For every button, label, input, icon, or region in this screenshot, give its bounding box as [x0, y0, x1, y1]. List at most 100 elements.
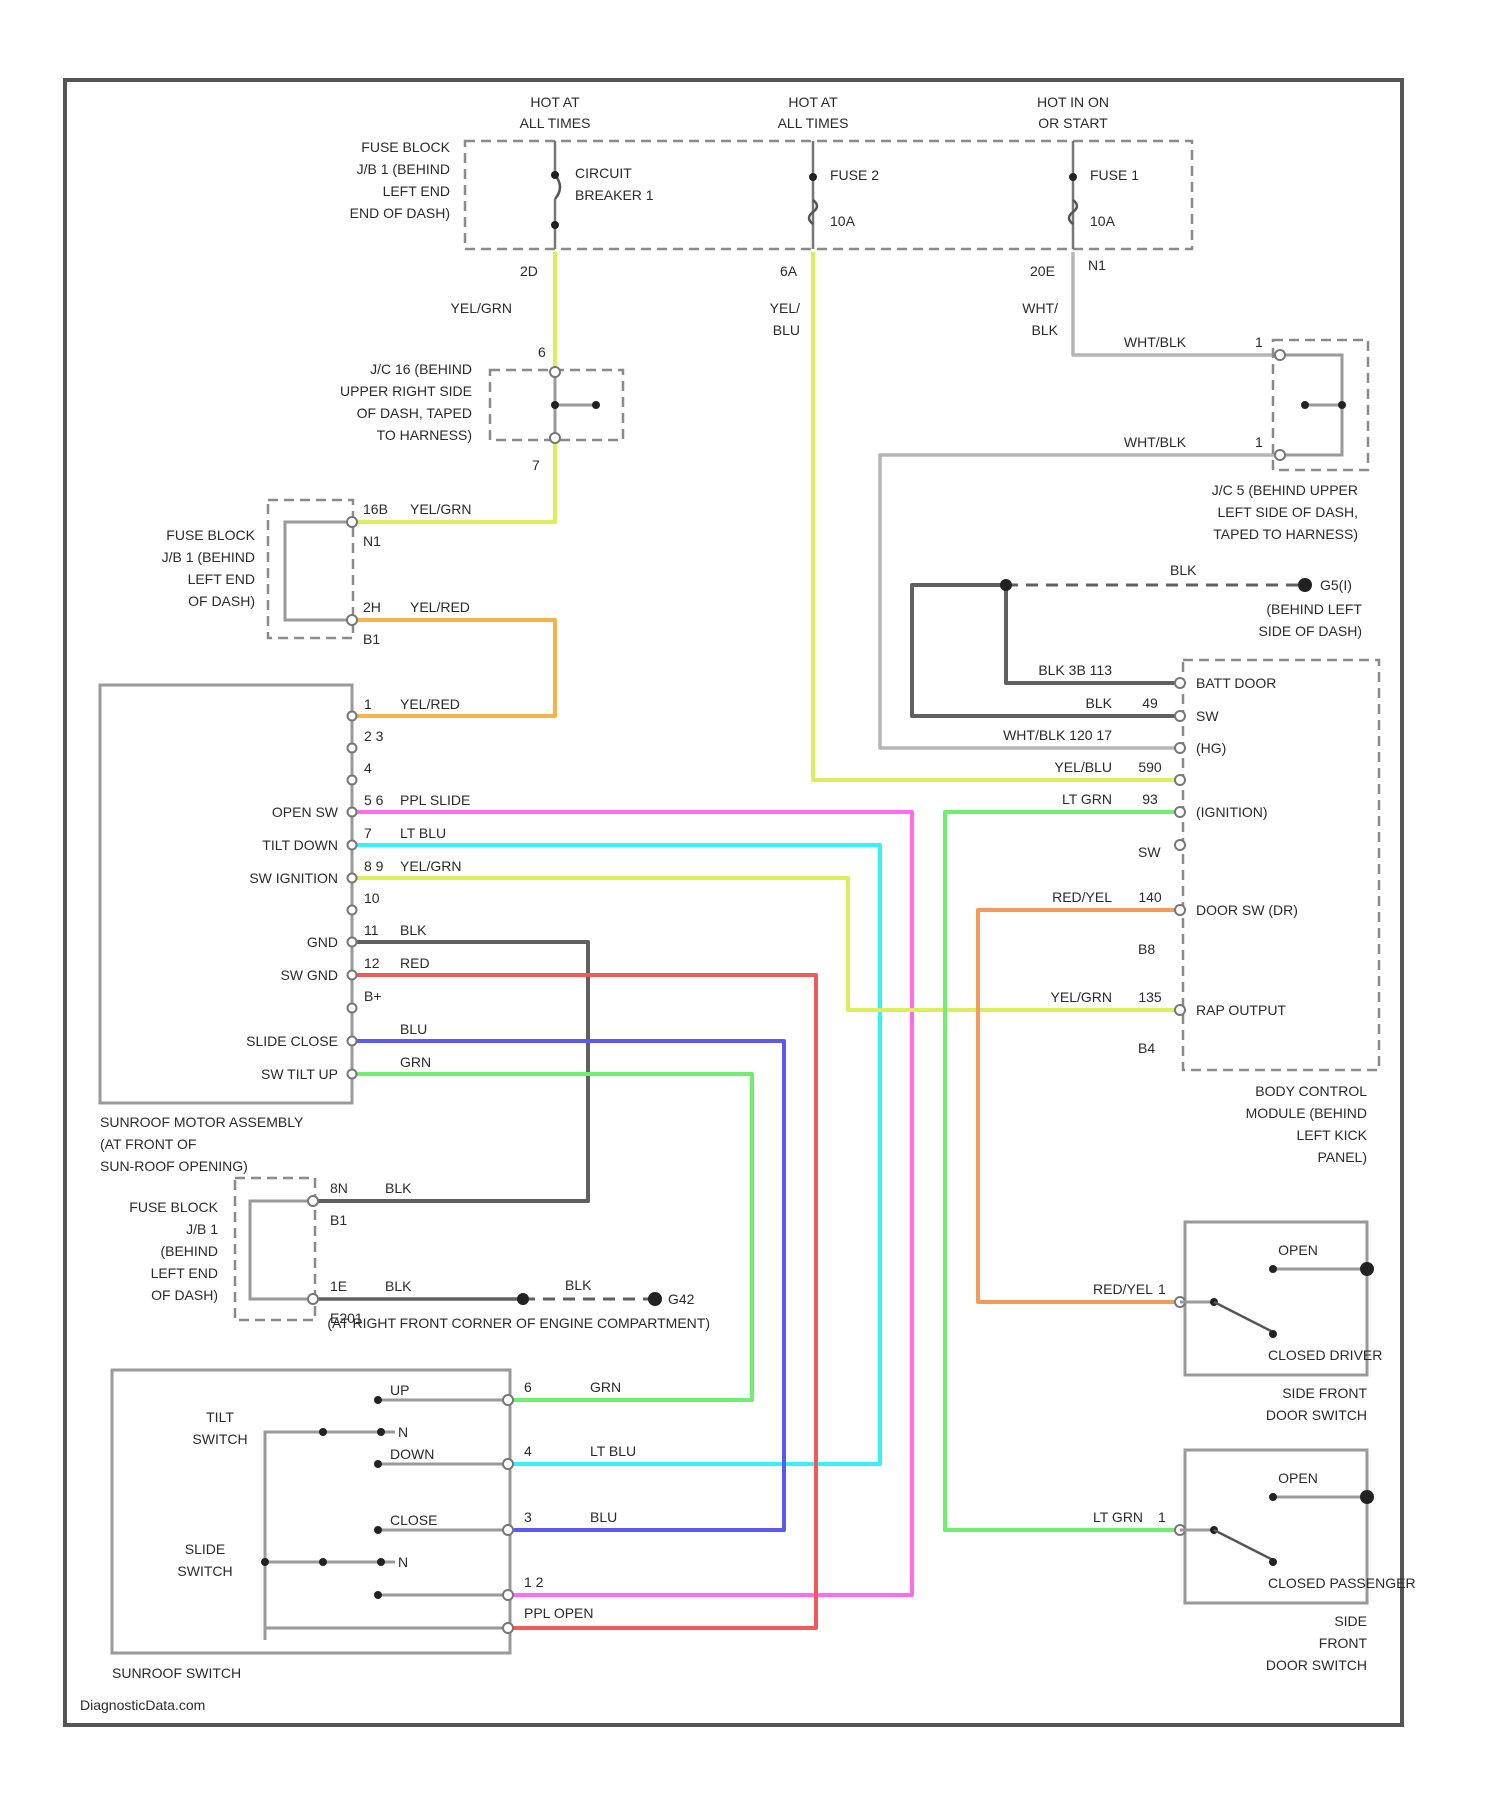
motor-pin [348, 874, 357, 883]
jc16-pin-bottom: 7 [532, 457, 540, 473]
hot-label-3-line1: HOT IN ON [1037, 94, 1109, 110]
bcm-label-2: MODULE (BEHIND [1246, 1105, 1367, 1121]
fuse-block-top-label-1: FUSE BLOCK [361, 139, 450, 155]
bcm-wire-label: BLK [1086, 695, 1113, 711]
bcm-label-1: BODY CONTROL [1255, 1083, 1367, 1099]
ground-low-label: (AT RIGHT FRONT CORNER OF ENGINE COMPART… [327, 1315, 710, 1331]
label-wht-blk-1: WHT/ [1022, 300, 1058, 316]
motor-wire-label: PPL SLIDE [400, 792, 470, 808]
slide-switch-label-1: SLIDE [185, 1541, 225, 1557]
jc5-label-1: J/C 5 (BEHIND UPPER [1212, 482, 1358, 498]
driver-label-2: DOOR SWITCH [1266, 1407, 1367, 1423]
bcm-wire-num: 140 [1138, 889, 1162, 905]
pass-wire-label: LT GRN [1093, 1509, 1143, 1525]
tilt-up-label: UP [390, 1382, 409, 1398]
bcm-wire-num: 93 [1142, 791, 1158, 807]
fb-mid-pin1: 16B [363, 501, 388, 517]
hot-label-2-line1: HOT AT [788, 94, 838, 110]
motor-pin [348, 841, 357, 850]
wire-wht-blk-2 [880, 455, 1280, 748]
jc16-label-1: J/C 16 (BEHIND [370, 361, 472, 377]
pass-closed-label: CLOSED PASSENGER [1268, 1575, 1416, 1591]
motor-wire-label: BLK [400, 922, 427, 938]
ground-top: BLK G5(I) (BEHIND LEFT SIDE OF DASH) [1000, 562, 1362, 639]
fb-low-label-2: J/B 1 [186, 1221, 218, 1237]
body-control-module: BLK 3B 113BATT DOORBLK49SWWHT/BLK 120 17… [1003, 660, 1379, 1165]
ss-wire-2: LT BLU [590, 1443, 636, 1459]
bcm-wire-num: 590 [1138, 759, 1162, 775]
motor-label-3: SUN-ROOF OPENING) [100, 1158, 248, 1174]
wire-red-yel [978, 910, 1180, 1302]
bcm-wire-label: YEL/GRN [1051, 989, 1112, 1005]
jc16-label-4: TO HARNESS) [377, 427, 472, 443]
motor-wire-label: YEL/RED [400, 696, 460, 712]
fb-mid-label-3: LEFT END [188, 571, 255, 587]
motor-pin [348, 744, 357, 753]
ss-wire-1: GRN [590, 1379, 621, 1395]
slide-switch: CLOSE N SLIDE SWITCH [177, 1512, 505, 1628]
ss-wire-4: PPL OPEN [524, 1605, 594, 1621]
motor-pin-name: SW TILT UP [261, 1066, 338, 1082]
bcm-wire-label: YEL/BLU [1054, 759, 1112, 775]
motor-wire-label: GRN [400, 1054, 431, 1070]
fb-low-label-1: FUSE BLOCK [129, 1199, 218, 1215]
bcm-label-4: PANEL) [1317, 1149, 1367, 1165]
circuit-breaker-1: CIRCUIT BREAKER 1 [551, 141, 654, 249]
fuse2-label-2: 10A [830, 213, 856, 229]
tilt-switch-label-1: TILT [206, 1409, 234, 1425]
bcm-pin [1175, 743, 1185, 753]
wires [313, 252, 1305, 1628]
ground-top-wire: BLK [1170, 562, 1197, 578]
label-pin-1a: 1 [1255, 334, 1263, 350]
footer-watermark: DiagnosticData.com [80, 1697, 205, 1713]
motor-pin [348, 712, 357, 721]
ground-top-label-2: (BEHIND LEFT [1266, 601, 1362, 617]
tilt-switch: UP N DOWN TILT SWITCH [192, 1382, 505, 1640]
fb-mid-conn1: N1 [363, 533, 381, 549]
bcm-pin [1175, 807, 1185, 817]
motor-pin [348, 1037, 357, 1046]
ground-low-wire: BLK [565, 1277, 592, 1293]
motor-wire-label: YEL/GRN [400, 858, 461, 874]
fuse-1: FUSE 1 10A [1069, 141, 1139, 249]
motor-pin [348, 1070, 357, 1079]
motor-wire-label: LT BLU [400, 825, 446, 841]
fb-mid-label-4: OF DASH) [188, 593, 255, 609]
motor-pins: 1YEL/RED2 34OPEN SW5 6PPL SLIDETILT DOWN… [246, 696, 470, 1082]
motor-pin [348, 906, 357, 915]
pass-label-2: FRONT [1319, 1635, 1368, 1651]
motor-pin-num: B+ [364, 988, 382, 1004]
slide-n-label: N [398, 1554, 408, 1570]
jc16-label-3: OF DASH, TAPED [357, 405, 472, 421]
motor-pin-num: 7 [364, 825, 372, 841]
bcm-pin [1175, 711, 1185, 721]
sunroof-switch-outline [112, 1370, 510, 1653]
ground-top-label-3: SIDE OF DASH) [1259, 623, 1362, 639]
motor-pin-name: SW IGNITION [249, 870, 338, 886]
fb-mid-pin2: 2H [363, 599, 381, 615]
fb-mid-wire2: YEL/RED [410, 599, 470, 615]
wire-lt-grn [945, 812, 1180, 1530]
pass-open-label: OPEN [1278, 1470, 1318, 1486]
door-switch-driver: OPEN CLOSED DRIVER RED/YEL 1 SIDE FRONT … [1093, 1222, 1382, 1423]
label-yel-grn-top: YEL/GRN [451, 300, 512, 316]
hot-label-2-line2: ALL TIMES [778, 115, 849, 131]
motor-label-1: SUNROOF MOTOR ASSEMBLY [100, 1114, 304, 1130]
bcm-pin-label: DOOR SW (DR) [1196, 902, 1298, 918]
pin-fuse1-b: N1 [1088, 257, 1106, 273]
slide-close-label: CLOSE [390, 1512, 437, 1528]
fuse-block-top-label-3: LEFT END [383, 183, 450, 199]
power-section: HOT AT ALL TIMES HOT AT ALL TIMES HOT IN… [350, 94, 1192, 279]
bcm-pin [1175, 1005, 1185, 1015]
sunroof-switch: UP N DOWN TILT SWITCH CLOSE N SLIDE SWIT… [112, 1370, 636, 1681]
fb-mid-conn2: B1 [363, 631, 380, 647]
fb-low-conn1: B1 [330, 1212, 347, 1228]
motor-pin-num: 2 3 [364, 728, 384, 744]
bcm-wire-label: LT GRN [1062, 791, 1112, 807]
label-yel-blu-2: BLU [773, 322, 800, 338]
bcm-pin [1175, 905, 1185, 915]
pin-fuse1-a: 20E [1030, 263, 1055, 279]
ground-top-id: G5(I) [1320, 577, 1352, 593]
motor-pin-num: 1 [364, 696, 372, 712]
